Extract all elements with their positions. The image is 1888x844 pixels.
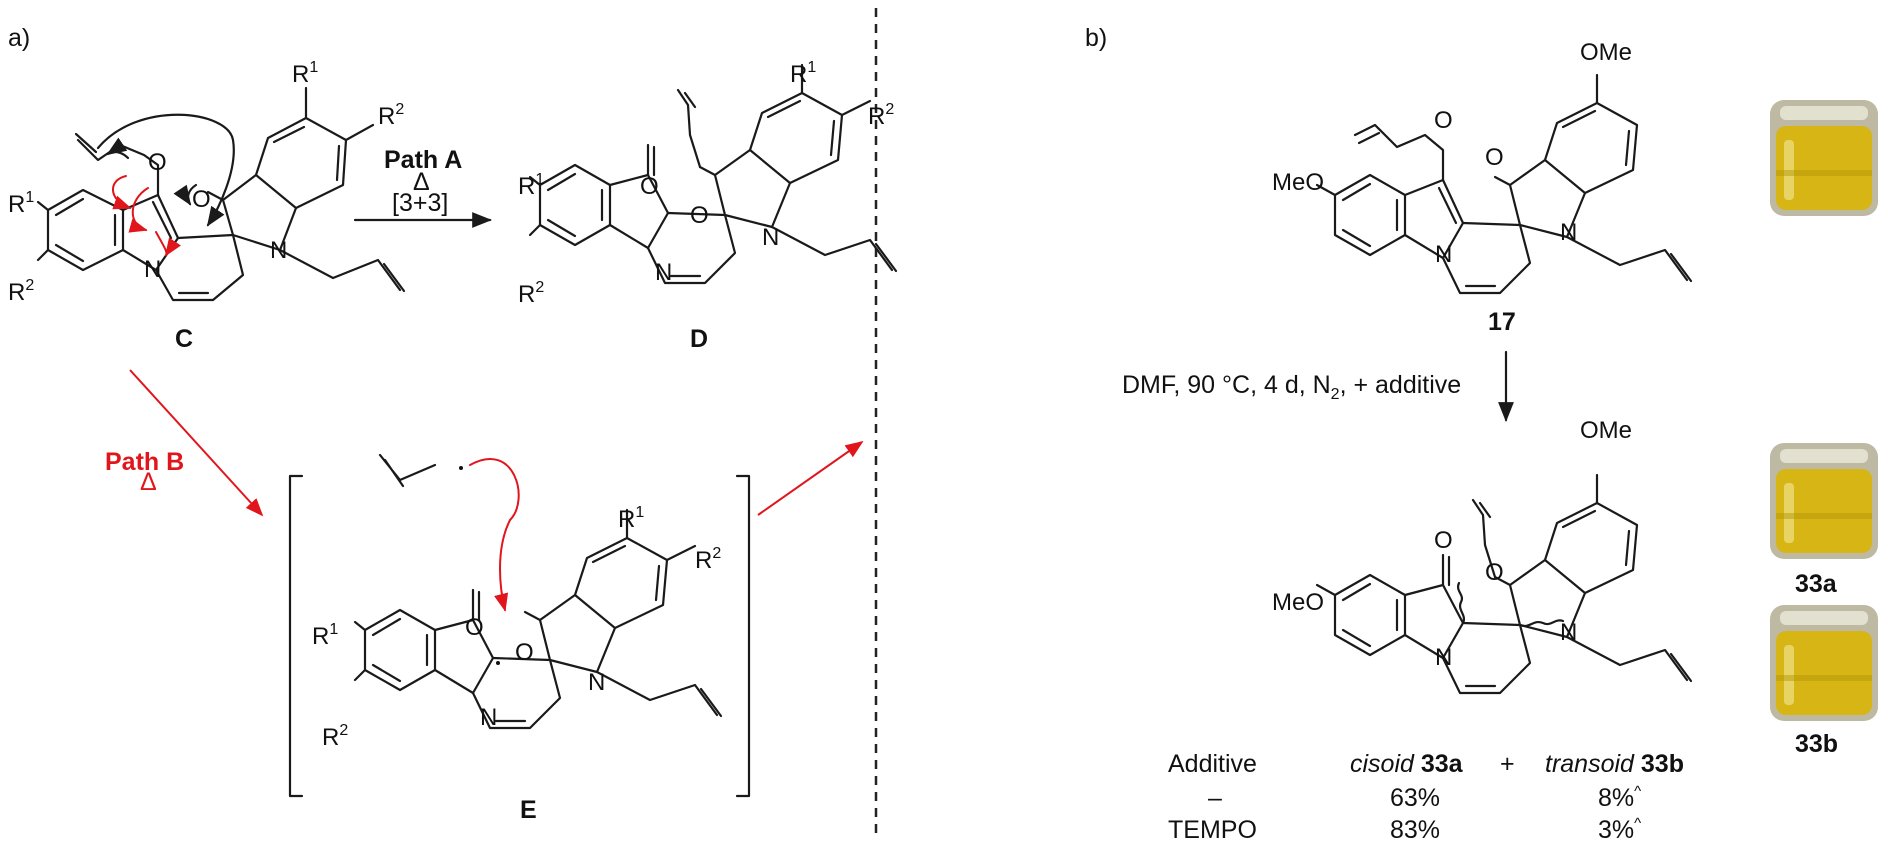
vial-33a-photo (1770, 443, 1878, 559)
d-nitrogen-oxindole: N (762, 224, 779, 251)
compound-17-structure (1315, 73, 1693, 295)
e-r1-right: R1 (618, 504, 644, 533)
e-oxygen-oxindole: O (515, 639, 534, 666)
table-header-additive: Additive (1168, 750, 1257, 778)
vial-33b-photo (1770, 605, 1878, 721)
panel-a-label: a) (8, 24, 30, 52)
compound-d-structure (528, 63, 898, 285)
meo-33: MeO (1272, 589, 1324, 616)
table-row-1-transoid: 8%^ (1598, 783, 1641, 812)
bracket-left (288, 474, 304, 798)
table-row-2-transoid: 3%^ (1598, 815, 1641, 844)
compound-33-structure (1315, 473, 1693, 695)
ome-33: OMe (1580, 417, 1632, 444)
c-nitrogen-oxindole: N (270, 237, 287, 264)
meo-17: MeO (1272, 169, 1324, 196)
vial-17-photo (1770, 100, 1878, 216)
table-header-plus: + (1500, 750, 1515, 778)
compound-17-label: 17 (1488, 308, 1516, 336)
17-oxygen-carbonyl: O (1485, 144, 1504, 171)
33-nitrogen-oxindole: N (1560, 619, 1577, 646)
c-r1-right: R1 (292, 59, 318, 88)
table-row-2-additive: TEMPO (1168, 816, 1257, 844)
compound-e-structure (353, 453, 723, 730)
c-oxygen-carbonyl: O (192, 186, 211, 213)
path-b-arrow-in (129, 369, 264, 517)
33-oxygen-ketone: O (1434, 527, 1453, 554)
17-nitrogen-indole: N (1435, 241, 1452, 268)
c-r1-left: R1 (8, 189, 34, 218)
compound-c-label: C (175, 325, 193, 353)
33-oxygen-oxindole: O (1485, 559, 1504, 586)
c-r2-right: R2 (378, 101, 404, 130)
d-r1-right: R1 (790, 59, 816, 88)
d-oxygen-oxindole: O (690, 202, 709, 229)
compound-e-label: E (520, 796, 537, 824)
path-b-arrow-out (757, 440, 864, 516)
ome-17: OMe (1580, 39, 1632, 66)
path-a-heat: Δ (413, 168, 430, 196)
table-row-1-additive: – (1208, 784, 1222, 812)
vial-33a-label: 33a (1795, 570, 1838, 598)
17-oxygen-ether: O (1434, 107, 1453, 134)
d-r2-right: R2 (868, 101, 894, 130)
c-nitrogen-indole: N (144, 256, 161, 283)
path-b-heat: Δ (140, 468, 157, 496)
d-r2-left: R2 (518, 279, 544, 308)
table-row-1-cisoid: 63% (1390, 784, 1440, 812)
17-nitrogen-oxindole: N (1560, 219, 1577, 246)
e-oxygen-ketone: O (465, 614, 484, 641)
yield-table: Additive cisoid 33a + transoid 33b – 63%… (1168, 750, 1684, 844)
e-r1-left: R1 (312, 621, 338, 650)
table-header-transoid: transoid 33b (1545, 750, 1684, 778)
d-oxygen-ketone: O (640, 173, 659, 200)
compound-c-structure (36, 86, 406, 302)
d-r1-left: R1 (518, 171, 544, 200)
e-r2-left: R2 (322, 722, 348, 751)
e-nitrogen-oxindole: N (588, 669, 605, 696)
compound-d-label: D (690, 325, 708, 353)
e-r2-right: R2 (695, 545, 721, 574)
bracket-right (735, 474, 751, 798)
panel-b-label: b) (1085, 24, 1107, 52)
reaction-conditions: DMF, 90 °C, 4 d, N2, + additive (1122, 371, 1461, 403)
33-nitrogen-indole: N (1435, 644, 1452, 671)
d-nitrogen-indole: N (655, 259, 672, 286)
path-a-note: [3+3] (392, 189, 448, 217)
table-header-cisoid: cisoid 33a (1350, 750, 1464, 778)
vial-33b-label: 33b (1795, 730, 1838, 758)
path-a-title: Path A (384, 146, 462, 174)
c-oxygen-ether: O (148, 149, 167, 176)
c-r2-left: R2 (8, 277, 34, 306)
path-b-title: Path B (105, 448, 184, 476)
e-nitrogen-indole: N (480, 704, 497, 731)
table-row-2-cisoid: 83% (1390, 816, 1440, 844)
